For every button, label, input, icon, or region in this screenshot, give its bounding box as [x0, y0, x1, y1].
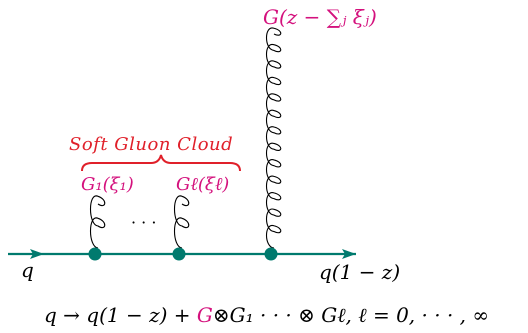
q-in-label: q: [21, 258, 34, 282]
cloud-brace: [81, 154, 241, 172]
equation-lhs: q → q(1 − z) +: [44, 303, 197, 327]
outgoing-arrow-icon: [342, 249, 356, 259]
ellipsis-dots: · · ·: [131, 213, 156, 232]
incoming-arrow-icon: [30, 249, 44, 259]
gluon-coil-icon-top: [265, 27, 282, 249]
vertex-dot-icon: [88, 247, 102, 261]
splitting-equation: q → q(1 − z) + G⊗G₁ · · · ⊗ Gℓ, ℓ = 0, ·…: [44, 303, 489, 327]
g1-label: G₁(ξ₁): [81, 174, 134, 195]
equation-g: G: [197, 303, 213, 327]
vertex-dot-icon: [172, 247, 186, 261]
gl-label: Gℓ(ξℓ): [176, 174, 229, 195]
top-gluon-label: G(z − ∑ⱼ ξⱼ): [263, 5, 377, 29]
q-out-label: q(1 − z): [319, 260, 400, 284]
vertex-dot-icon: [264, 247, 278, 261]
equation-rhs: ⊗G₁ · · · ⊗ Gℓ, ℓ = 0, · · · , ∞: [213, 303, 489, 327]
gluon-coil-icon-g1: [89, 195, 106, 249]
gluon-coil-icon-gl: [173, 195, 190, 249]
cloud-title: Soft Gluon Cloud: [69, 134, 233, 155]
